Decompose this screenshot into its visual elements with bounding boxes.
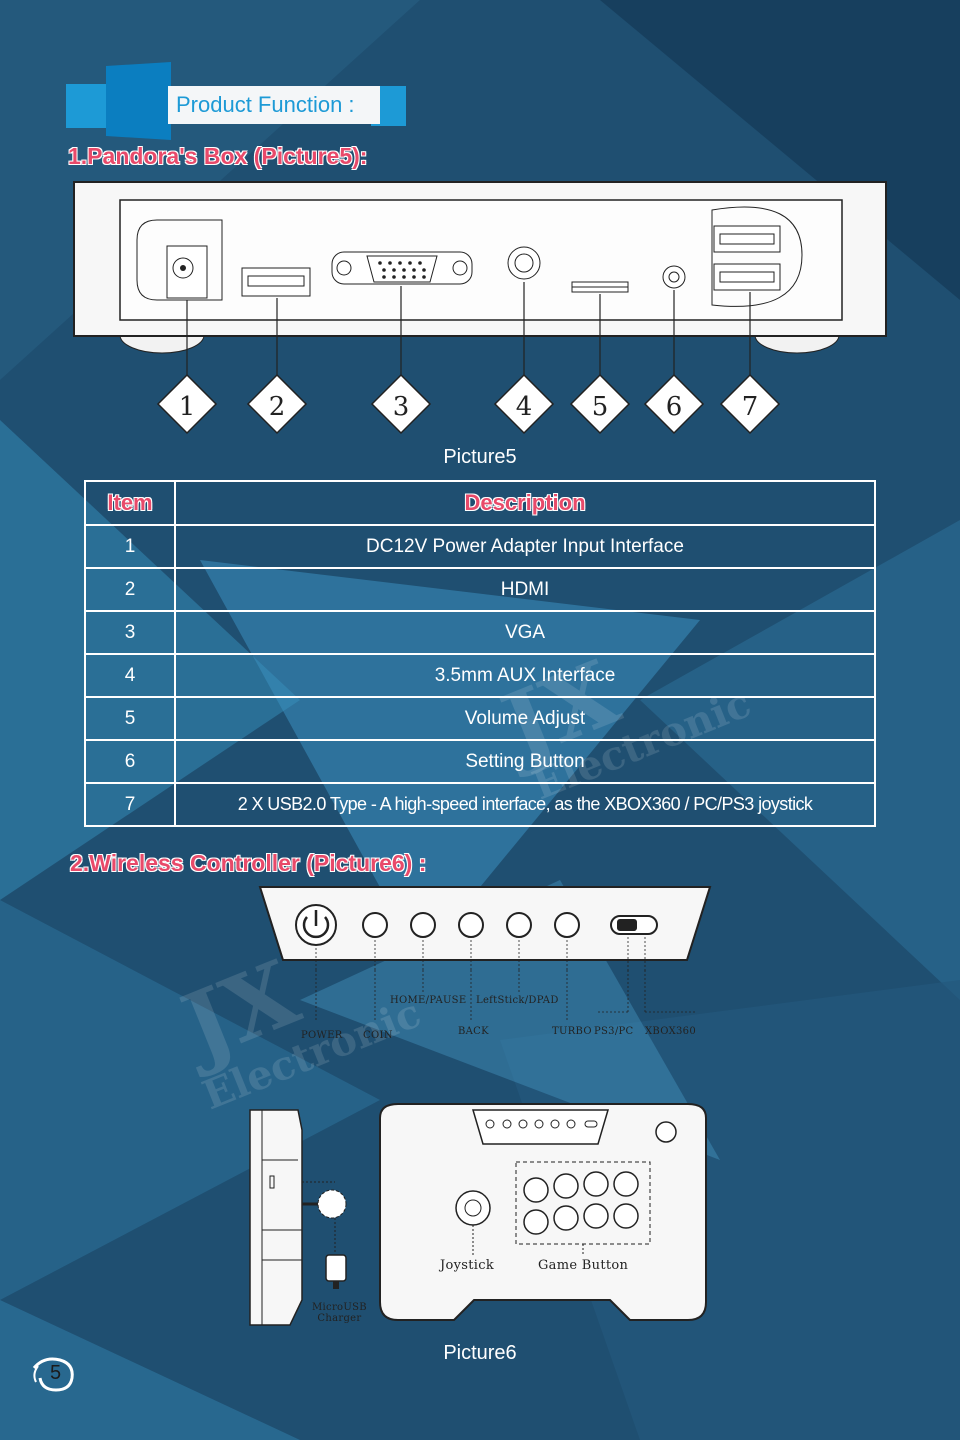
svg-text:7: 7 xyxy=(742,392,759,422)
cell-item: 5 xyxy=(84,696,176,741)
leftstick-button-icon xyxy=(506,912,532,938)
callout-7: 7 xyxy=(719,373,781,435)
table-row: 2 HDMI xyxy=(84,567,876,612)
game-buttons-icon xyxy=(515,1161,651,1256)
hdmi-port xyxy=(241,267,311,297)
callout-6: 6 xyxy=(643,373,705,435)
picture6-caption: Picture6 xyxy=(443,1342,517,1364)
section2-title: 2.Wireless Controller (Picture6) : xyxy=(70,850,427,876)
microusb-plug-icon xyxy=(325,1254,347,1289)
spec-table: Item Description 1 DC12V Power Adapter I… xyxy=(84,480,876,827)
label-microusb-line1: MicroUSB xyxy=(312,1302,367,1313)
controller-side-diagram xyxy=(249,1109,347,1326)
svg-text:2: 2 xyxy=(269,392,286,422)
controller-top-diagram xyxy=(379,1103,707,1321)
power-icon xyxy=(295,904,337,946)
svg-text:6: 6 xyxy=(666,392,683,422)
cell-item: 3 xyxy=(84,610,176,655)
table-header-row: Item Description xyxy=(84,480,876,526)
cell-description: DC12V Power Adapter Input Interface xyxy=(174,524,876,569)
cell-item: 6 xyxy=(84,739,176,784)
label-game-button: Game Button xyxy=(538,1258,629,1273)
cell-description: Volume Adjust xyxy=(174,696,876,741)
callout-1: 1 xyxy=(156,373,218,435)
volume-wheel xyxy=(571,281,629,293)
cell-description: VGA xyxy=(174,610,876,655)
banner-ribbon xyxy=(66,62,406,140)
callout-4: 4 xyxy=(493,373,555,435)
label-joystick: Joystick xyxy=(440,1258,494,1273)
page-number-swirl-icon xyxy=(32,1357,74,1392)
svg-text:4: 4 xyxy=(516,392,533,422)
page-number: 5 xyxy=(50,1362,62,1384)
cell-description: 3.5mm AUX Interface xyxy=(174,653,876,698)
cell-description: 2 X USB2.0 Type - A high-speed interface… xyxy=(174,782,876,827)
turbo-button-icon xyxy=(554,912,580,938)
cell-item: 1 xyxy=(84,524,176,569)
vga-port xyxy=(331,251,473,285)
table-row: 1 DC12V Power Adapter Input Interface xyxy=(84,524,876,569)
banner-title: Product Function : xyxy=(168,86,380,124)
controller-leader-lines xyxy=(315,970,695,1022)
cell-description: Setting Button xyxy=(174,739,876,784)
label-microusb: MicroUSB Charger xyxy=(312,1302,367,1324)
cell-item: 2 xyxy=(84,567,176,612)
table-row: 5 Volume Adjust xyxy=(84,696,876,741)
label-back: BACK xyxy=(458,1026,489,1037)
dc-power-port xyxy=(166,245,208,299)
picture5-caption: Picture5 xyxy=(443,446,517,468)
table-row: 6 Setting Button xyxy=(84,739,876,784)
usb-ports xyxy=(713,225,781,291)
cell-item: 4 xyxy=(84,653,176,698)
section1-title: 1.Pandora's Box (Picture5): xyxy=(68,143,368,169)
callout-2: 2 xyxy=(246,373,308,435)
back-button-icon xyxy=(458,912,484,938)
label-power: POWER xyxy=(301,1030,343,1041)
svg-text:1: 1 xyxy=(179,392,196,422)
svg-text:3: 3 xyxy=(393,392,410,422)
controller-front-diagram xyxy=(258,886,712,972)
header-description: Description xyxy=(174,480,876,526)
label-coin: COIN xyxy=(363,1030,393,1041)
cell-item: 7 xyxy=(84,782,176,827)
callout-markers: 1 2 3 4 5 6 7 xyxy=(156,373,781,435)
home-button-icon xyxy=(410,912,436,938)
aux-port xyxy=(507,246,541,280)
label-ps3pc: PS3/PC xyxy=(594,1026,634,1037)
label-home: HOME/PAUSE xyxy=(390,995,467,1006)
header-item: Item xyxy=(84,480,176,526)
label-xbox360: XBOX360 xyxy=(645,1026,696,1037)
mode-switch-icon xyxy=(610,915,658,935)
cell-description: HDMI xyxy=(174,567,876,612)
table-row: 3 VGA xyxy=(84,610,876,655)
label-microusb-line2: Charger xyxy=(317,1313,362,1324)
label-turbo: TURBO xyxy=(552,1026,592,1037)
callout-3: 3 xyxy=(370,373,432,435)
svg-text:5: 5 xyxy=(592,392,609,422)
joystick-icon xyxy=(455,1190,491,1256)
table-row: 7 2 X USB2.0 Type - A high-speed interfa… xyxy=(84,782,876,827)
side-joystick-icon xyxy=(302,1189,347,1219)
setting-button xyxy=(662,265,686,289)
box-rear-diagram xyxy=(73,181,887,376)
callout-5: 5 xyxy=(569,373,631,435)
table-row: 4 3.5mm AUX Interface xyxy=(84,653,876,698)
label-leftstick: LeftStick/DPAD xyxy=(476,995,559,1006)
coin-button-icon xyxy=(362,912,388,938)
